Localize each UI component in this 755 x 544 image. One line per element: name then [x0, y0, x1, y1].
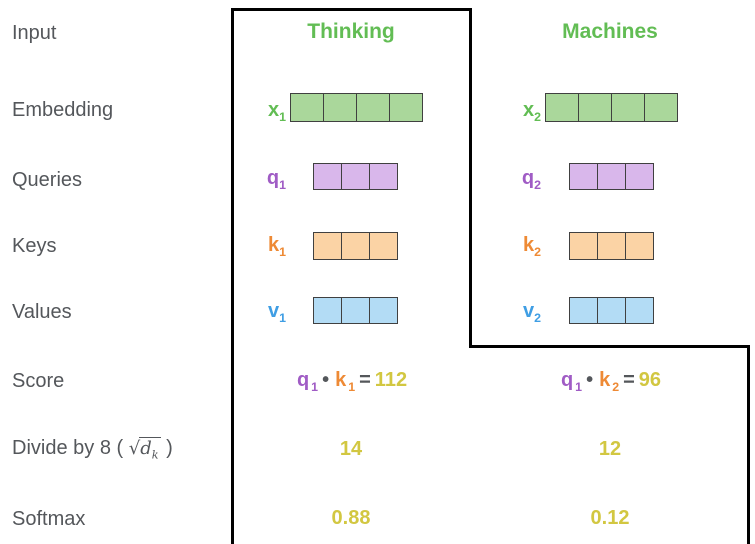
row-label-divide: Divide by 8 ( √dk ) — [12, 435, 173, 469]
query-vector-q1 — [313, 163, 398, 190]
query-vector-q2 — [569, 163, 654, 190]
embedding-label-x2: x2 — [522, 99, 541, 124]
vector-cell — [579, 94, 612, 121]
highlight-outline-top — [231, 8, 472, 11]
embedding-vector-x2 — [545, 93, 678, 122]
row-label-score: Score — [12, 370, 65, 392]
query-label-q1: q1 — [266, 167, 286, 192]
dot-operator: • — [586, 369, 594, 391]
vector-cell — [342, 233, 370, 259]
vector-cell — [570, 233, 598, 259]
vector-cell — [314, 233, 342, 259]
sqrt-dk-formula: √dk — [128, 437, 161, 462]
vector-cell — [570, 298, 598, 323]
dk-sub: k — [151, 448, 159, 462]
vector-cell — [626, 298, 653, 323]
divide-value-machines: 12 — [598, 438, 622, 460]
value-vector-v1 — [313, 297, 398, 324]
equals-sign: = — [359, 369, 371, 391]
vector-cell — [612, 94, 645, 121]
sqrt-radicand: dk — [139, 437, 161, 462]
vector-cell — [342, 298, 370, 323]
key-label-k2: k2 — [522, 234, 541, 259]
row-label-keys: Keys — [12, 235, 57, 257]
key-vector-k1 — [313, 232, 398, 260]
vector-cell — [570, 164, 598, 189]
dk-var: d — [140, 438, 152, 459]
vector-cell — [598, 298, 626, 323]
vector-cell — [645, 94, 677, 121]
vector-cell — [342, 164, 370, 189]
row-label-input: Input — [12, 22, 57, 44]
word-header-thinking: Thinking — [307, 20, 395, 43]
softmax-value-machines: 0.12 — [590, 507, 630, 529]
value-label-v2: v2 — [522, 300, 541, 325]
row-label-values: Values — [12, 301, 72, 323]
vector-cell — [291, 94, 324, 121]
highlight-outline-right-upper — [469, 8, 472, 348]
word-header-machines: Machines — [562, 20, 658, 43]
vector-cell — [626, 164, 653, 189]
equals-sign: = — [623, 369, 635, 391]
softmax-value-thinking: 0.88 — [331, 507, 371, 529]
score-value: 112 — [374, 369, 408, 391]
vector-cell — [324, 94, 357, 121]
embedding-vector-x1 — [290, 93, 423, 122]
embedding-label-x1: x1 — [267, 99, 286, 124]
divide-value-thinking: 14 — [339, 438, 363, 460]
highlight-outline-left — [231, 8, 234, 544]
vector-cell — [370, 298, 397, 323]
value-label-v1: v1 — [267, 300, 286, 325]
vector-cell — [598, 164, 626, 189]
vector-cell — [357, 94, 390, 121]
value-vector-v2 — [569, 297, 654, 324]
highlight-outline-step — [469, 345, 750, 348]
vector-cell — [370, 233, 397, 259]
vector-cell — [390, 94, 422, 121]
vector-cell — [546, 94, 579, 121]
query-label-q2: q2 — [521, 167, 541, 192]
row-label-softmax: Softmax — [12, 508, 86, 530]
vector-cell — [370, 164, 397, 189]
vector-cell — [598, 233, 626, 259]
row-label-queries: Queries — [12, 169, 83, 191]
vector-cell — [626, 233, 653, 259]
vector-cell — [314, 164, 342, 189]
score-value: 96 — [638, 369, 662, 391]
key-label-k1: k1 — [267, 234, 286, 259]
sqrt-symbol: √ — [128, 438, 141, 459]
vector-cell — [314, 298, 342, 323]
key-vector-k2 — [569, 232, 654, 260]
divide-label-prefix: Divide by 8 ( — [12, 437, 124, 459]
dot-operator: • — [322, 369, 330, 391]
divide-label-suffix: ) — [166, 437, 173, 459]
row-label-embedding: Embedding — [12, 99, 114, 121]
highlight-outline-right-lower — [747, 345, 750, 544]
